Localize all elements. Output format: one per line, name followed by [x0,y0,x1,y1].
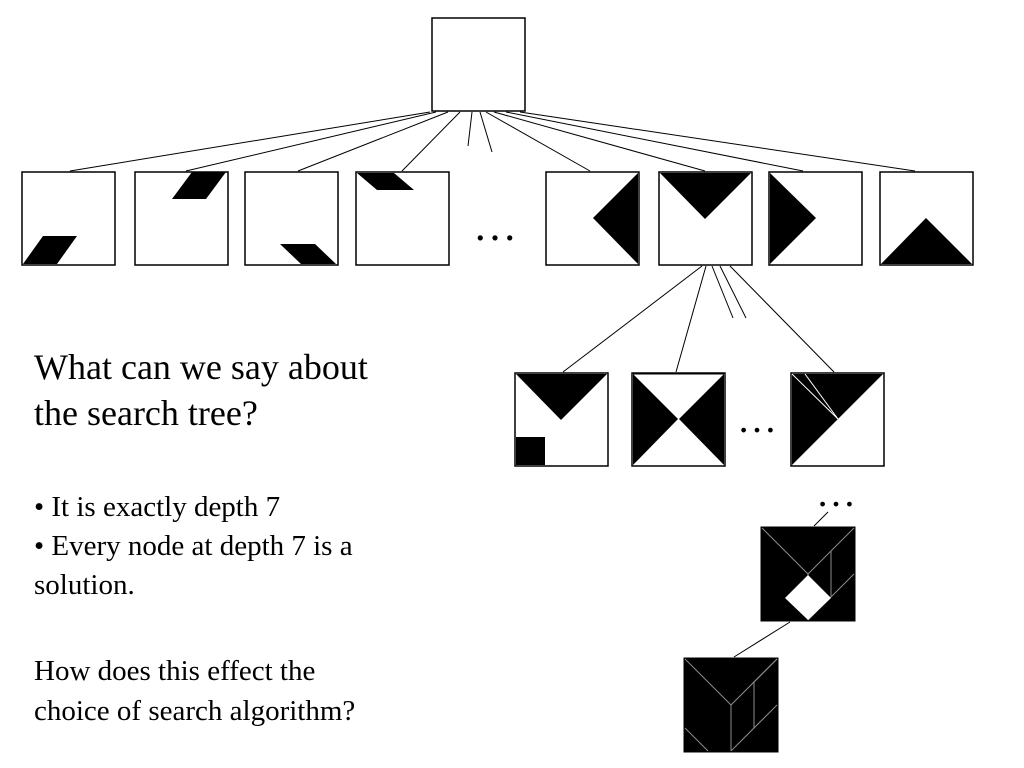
followup-line-1: How does this effect the [34,655,316,687]
followup-question: How does this effect the choice of searc… [34,651,434,731]
level1-node-5 [545,171,640,266]
deep-ellipsis: … [816,470,856,515]
question-line-1: What can we say about [34,347,368,387]
level1-node-3 [244,171,339,266]
level1-node-4 [355,171,450,266]
level1-node-6-expanded [658,171,753,266]
level6-node [760,526,856,622]
level1-node-1 [21,171,116,266]
deep-edge-1 [813,511,829,527]
question-text: What can we say about the search tree? [34,344,434,436]
level2-ellipsis: … [737,396,777,441]
root-node [431,17,526,112]
level1-node-8 [879,171,974,266]
level2-node-1 [514,372,609,467]
bullet-point-1: • It is exactly depth 7 [34,491,281,523]
level2-edges [562,265,835,373]
level2-node-2 [631,372,726,467]
question-line-2: the search tree? [34,393,258,433]
deep-edge-2 [733,621,791,658]
level7-solution-node [683,657,779,753]
bullet-points: • It is exactly depth 7 • Every node at … [34,488,434,605]
level2-node-3 [790,372,885,467]
root-edges [69,111,916,172]
followup-line-2: choice of search algorithm? [34,695,356,727]
level1-node-2 [134,171,229,266]
bullet-point-2-continued: solution. [34,569,135,601]
level1-ellipsis: … [473,201,517,250]
level1-node-7 [768,171,863,266]
bullet-point-2: • Every node at depth 7 is a [34,530,353,562]
